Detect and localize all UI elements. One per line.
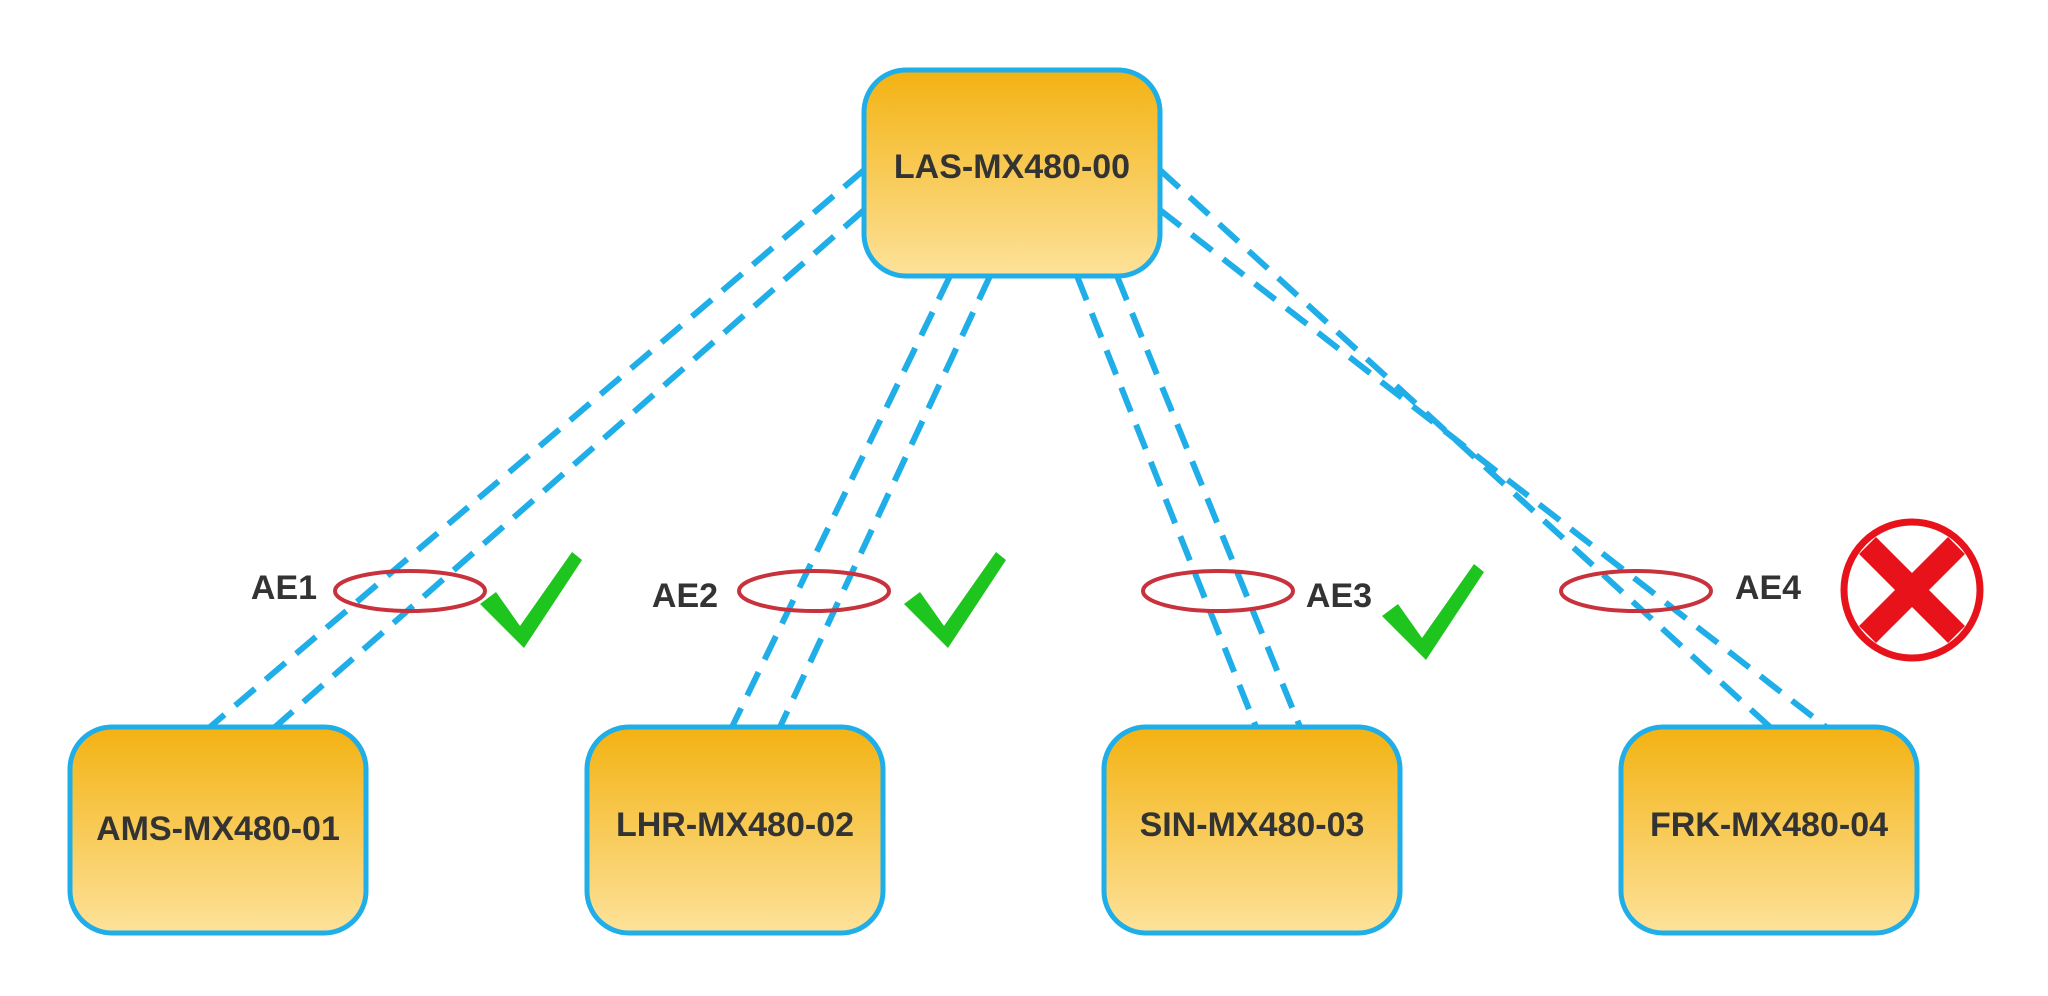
bundle-label-ae2: AE2 — [652, 577, 718, 615]
spoke-router-node-frk[interactable]: FRK-MX480-04 — [1618, 724, 1920, 936]
checkmark-icon — [480, 552, 582, 648]
spoke-router-node-sin[interactable]: SIN-MX480-03 — [1101, 724, 1403, 936]
lag-ellipses-layer — [333, 569, 1713, 613]
link-line — [1074, 274, 1259, 729]
spoke-router-node-ams[interactable]: AMS-MX480-01 — [67, 724, 369, 936]
status-icons-layer — [480, 518, 1984, 662]
spoke-router-box — [1101, 724, 1403, 936]
spoke-router-label: FRK-MX480-04 — [1650, 806, 1888, 844]
link-line — [208, 167, 866, 730]
bundle-label-ae3: AE3 — [1306, 577, 1372, 615]
checkmark-icon — [1382, 564, 1484, 660]
link-line — [273, 207, 866, 730]
lag-ellipse — [1141, 569, 1295, 613]
bundle-label-ae4: AE4 — [1735, 569, 1801, 607]
spoke-router-label: SIN-MX480-03 — [1140, 806, 1365, 844]
hub-router-label: LAS-MX480-00 — [894, 148, 1130, 186]
hub-router-box — [861, 67, 1163, 279]
spoke-router-box — [1618, 724, 1920, 936]
link-line — [1114, 274, 1303, 729]
spoke-router-box — [67, 724, 369, 936]
bundle-label-ae1: AE1 — [251, 569, 317, 607]
lag-ellipse — [737, 569, 891, 613]
checkmark-icon — [904, 552, 1006, 648]
lag-ellipse — [1559, 569, 1713, 613]
spoke-router-label: AMS-MX480-01 — [96, 810, 340, 848]
links-layer — [208, 167, 1828, 730]
link-line — [1158, 207, 1828, 730]
spoke-router-label: LHR-MX480-02 — [616, 806, 854, 844]
x-cross-icon — [1859, 537, 1965, 643]
hub-router-node[interactable]: LAS-MX480-00 — [861, 67, 1163, 279]
x-stroke — [1859, 537, 1965, 643]
link-line — [1157, 167, 1773, 730]
spoke-router-node-lhr[interactable]: LHR-MX480-02 — [584, 724, 886, 936]
link-line — [729, 274, 953, 729]
link-line — [777, 274, 993, 729]
lag-ellipse — [333, 569, 487, 613]
spoke-router-box — [584, 724, 886, 936]
